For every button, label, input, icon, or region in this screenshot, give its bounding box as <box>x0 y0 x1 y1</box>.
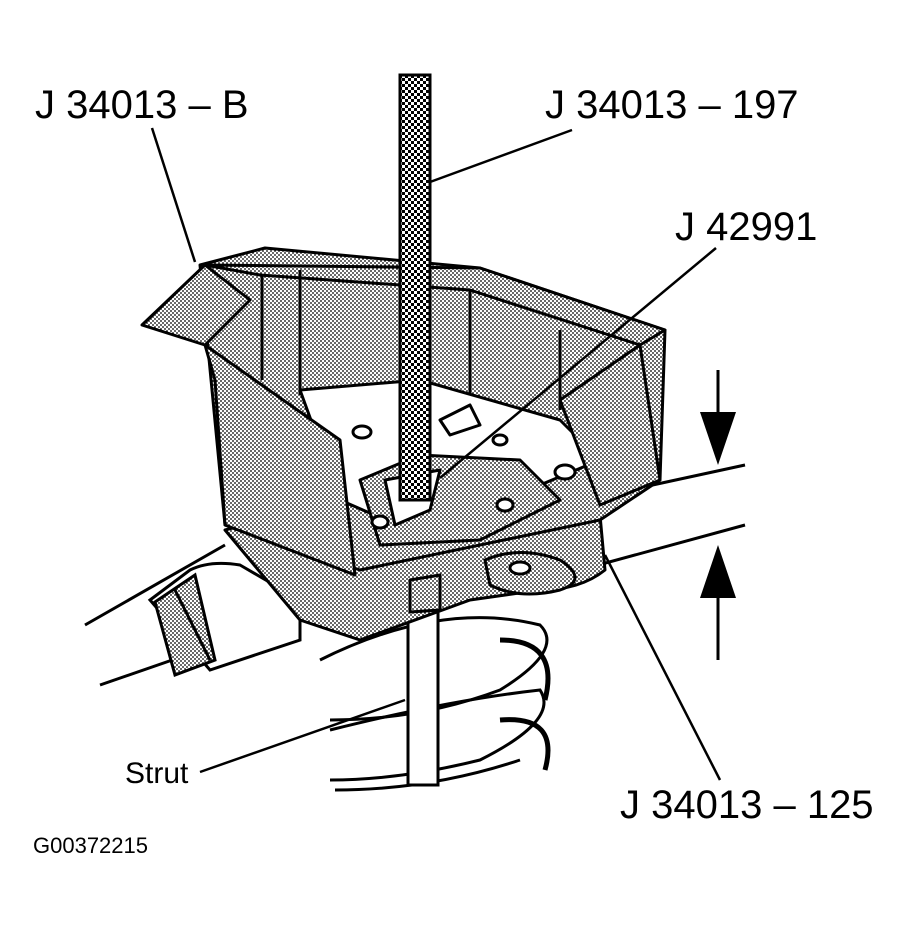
measurement-arrow-down <box>700 370 736 465</box>
strut-rod <box>406 608 440 787</box>
figure-code: G00372215 <box>33 833 148 858</box>
compressor-cage <box>140 246 667 577</box>
label-tool-125: J 34013 – 125 <box>620 783 874 827</box>
label-tool-197: J 34013 – 197 <box>545 83 799 127</box>
label-tool-b: J 34013 – B <box>35 83 249 127</box>
leader-lines <box>150 127 722 781</box>
label-tool-42991: J 42991 <box>675 205 817 249</box>
label-strut: Strut <box>125 757 189 790</box>
measurement-arrow-up <box>700 545 736 660</box>
threaded-rod <box>398 73 432 502</box>
